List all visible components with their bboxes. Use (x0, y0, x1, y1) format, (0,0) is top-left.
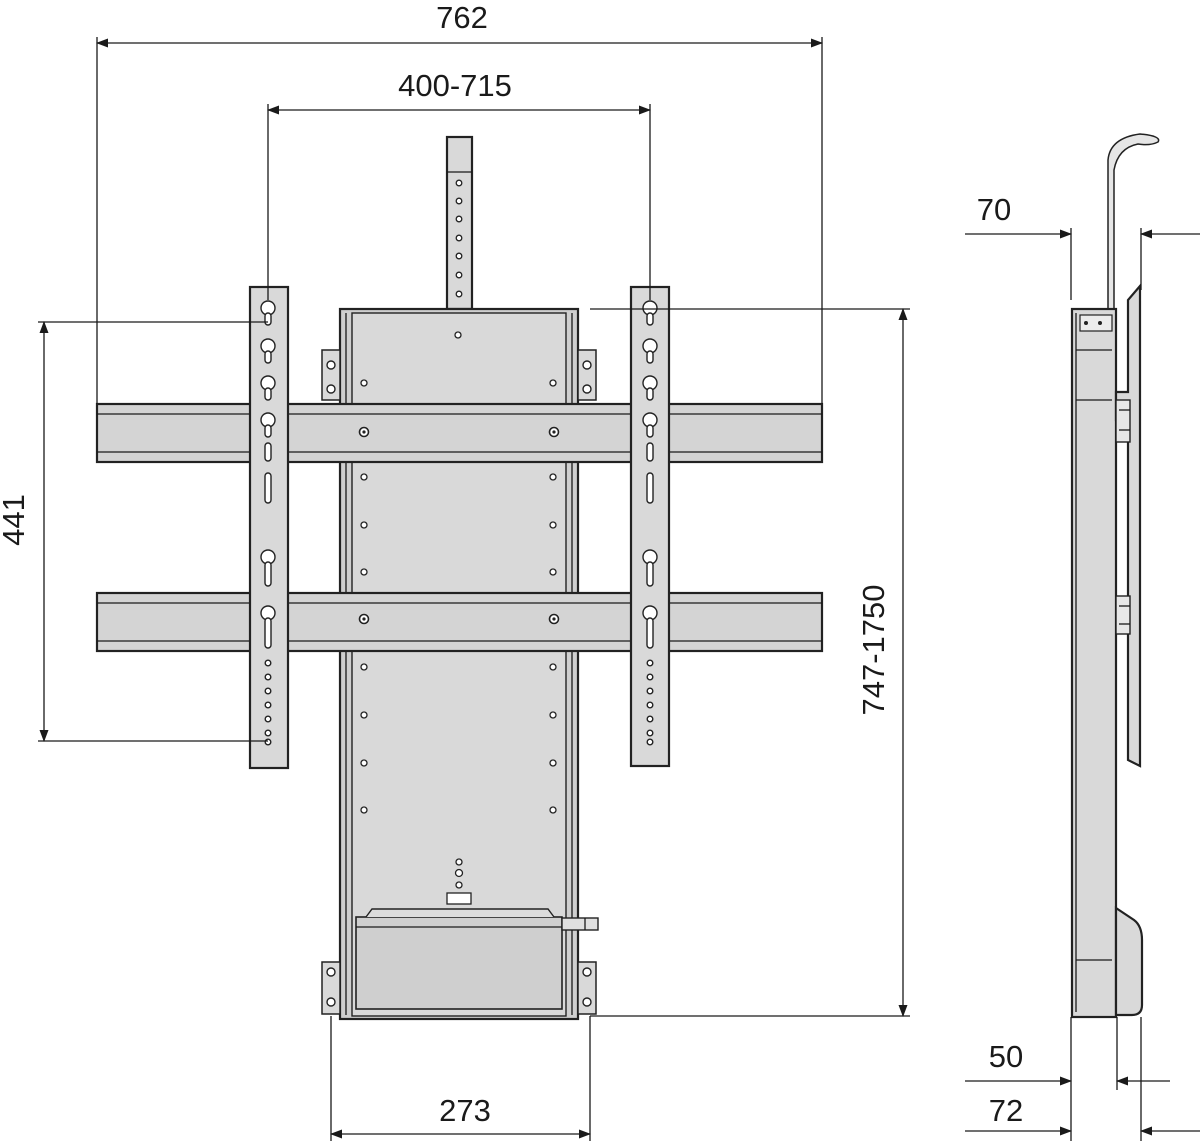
dimension-vesa-vertical: 441 (0, 321, 268, 742)
horizontal-rail-top (95, 402, 824, 464)
dimension-base-width: 273 (330, 1016, 591, 1141)
horizontal-rail-bottom (95, 591, 824, 653)
vesa-arm-right (629, 285, 671, 768)
side-bottom-depth-1-label: 50 (989, 1039, 1023, 1074)
dimension-side-bottom-depth-1: 50 (965, 1017, 1170, 1141)
side-bottom-depth-2-label: 72 (989, 1093, 1023, 1128)
vesa-horizontal-label: 400-715 (398, 68, 512, 103)
dimension-overall-width: 762 (96, 0, 823, 404)
dimension-side-top-depth: 70 (965, 192, 1200, 300)
side-top-depth-label: 70 (977, 192, 1011, 227)
vesa-vertical-label: 441 (0, 494, 31, 546)
vesa-arm-left (248, 285, 290, 770)
dimension-height-range: 747-1750 (590, 308, 910, 1017)
wall-brackets (321, 349, 597, 1015)
height-range-label: 747-1750 (856, 584, 891, 715)
dimension-side-bottom-depth-2: 72 (965, 1017, 1200, 1141)
dimension-vesa-horizontal: 400-715 (267, 68, 651, 300)
overall-width-label: 762 (436, 0, 488, 35)
side-view (1070, 133, 1160, 1019)
top-post (445, 135, 474, 311)
base-width-label: 273 (439, 1093, 491, 1128)
front-view (95, 135, 824, 1021)
